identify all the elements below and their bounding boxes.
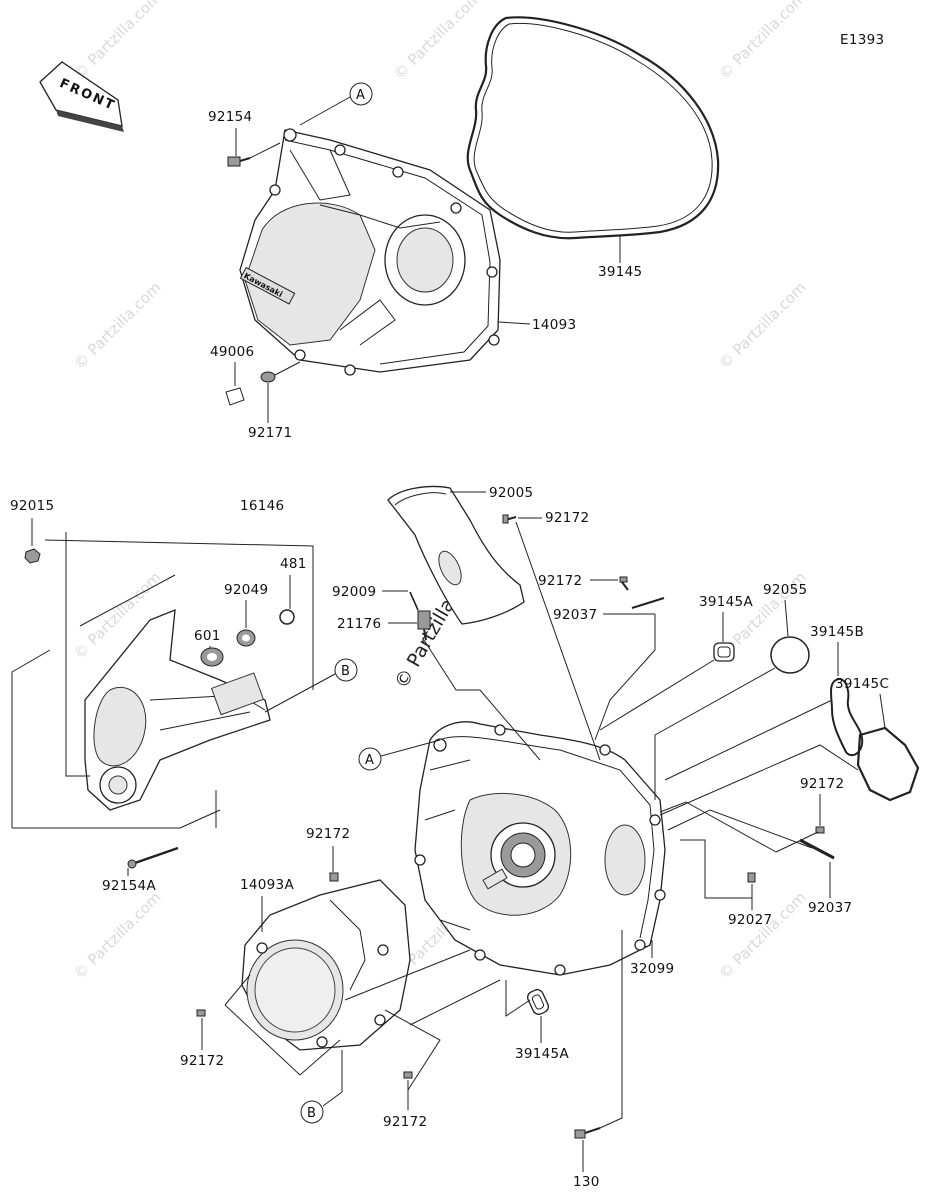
gasket-39145b-shape xyxy=(830,678,864,757)
screw-92172-top-shape xyxy=(502,514,517,524)
part-label-92172-mid: 92172 xyxy=(538,573,582,589)
air-duct-92005 xyxy=(387,485,525,625)
pin-92037-bottom-shape xyxy=(799,838,835,860)
part-label-92172-top: 92172 xyxy=(545,510,589,526)
oring-92055-shape xyxy=(770,636,810,674)
washer-92171-shape xyxy=(260,371,276,383)
diagram-code: E1393 xyxy=(840,32,884,48)
bearing-601-shape xyxy=(200,647,224,667)
part-label-92172-right: 92172 xyxy=(800,776,844,792)
part-label-92154: 92154 xyxy=(208,109,252,125)
sensor-21176-shape xyxy=(417,610,431,641)
nut-92015-shape xyxy=(24,548,41,564)
part-label-39145: 39145 xyxy=(598,264,642,280)
bolt-130-shape xyxy=(574,1127,601,1139)
part-label-92172-upper: 92172 xyxy=(306,826,350,842)
ring-39145a-top-shape xyxy=(713,642,735,662)
part-label-601: 601 xyxy=(194,628,221,644)
bolt-92172-right-shape xyxy=(815,826,825,834)
part-label-92037-top: 92037 xyxy=(553,607,597,623)
part-label-39145C: 39145C xyxy=(835,676,889,692)
part-label-92055: 92055 xyxy=(763,582,807,598)
inner-cover-14093a xyxy=(241,879,411,1051)
front-arrow: FRONT xyxy=(39,61,124,132)
left-labels: 92015 16146 481 92049 601 B 92154A xyxy=(10,498,358,894)
pin-92037-top-shape xyxy=(631,597,665,609)
crankcase-cover-32099 xyxy=(414,721,666,976)
cap-49006-shape xyxy=(225,387,245,406)
callout-b-bottom xyxy=(300,1100,324,1124)
watermark: © Partzilla.com xyxy=(715,0,810,83)
gasket-39145c-shape xyxy=(856,726,920,802)
callout-b-left-label: B xyxy=(341,664,350,679)
seal-92049-shape xyxy=(236,629,256,647)
callout-b-bottom-label: B xyxy=(307,1106,316,1121)
watermark: © Partzilla.com xyxy=(70,278,165,373)
part-label-92037-bottom: 92037 xyxy=(808,900,852,916)
part-label-92005: 92005 xyxy=(489,485,533,501)
part-label-32099: 32099 xyxy=(630,961,674,977)
part-label-39145A-top: 39145A xyxy=(699,594,753,610)
watermark: © Partzilla.com xyxy=(70,888,165,983)
part-label-92049: 92049 xyxy=(224,582,268,598)
part-label-92027: 92027 xyxy=(728,912,772,928)
part-label-39145B: 39145B xyxy=(810,624,864,640)
part-label-14093A: 14093A xyxy=(240,877,294,893)
screw-92172-bottom-shape xyxy=(403,1071,413,1079)
gasket-39145-shape xyxy=(466,16,720,240)
part-label-92172-bottom: 92172 xyxy=(383,1114,427,1130)
part-label-92172-left: 92172 xyxy=(180,1053,224,1069)
bracket-assembly-16146 xyxy=(84,608,271,811)
watermark: © Partzilla.com xyxy=(715,278,810,373)
right-labels: 92005 92172 92172 92009 21176 92037 3914… xyxy=(180,485,889,1190)
screw-92172-right-shape xyxy=(619,576,629,591)
callout-b-left xyxy=(334,658,358,682)
pin-92027-shape xyxy=(747,872,756,883)
callout-a-bottom xyxy=(358,747,382,771)
part-label-92009: 92009 xyxy=(332,584,376,600)
part-label-14093: 14093 xyxy=(532,317,576,333)
bolt-92154a-shape xyxy=(127,846,179,869)
screw-92172-left-shape xyxy=(196,1009,206,1017)
clutch-cover-14093: Kawasaki xyxy=(239,128,501,376)
bolt-92154-shape xyxy=(227,156,251,167)
callout-a-bottom-label: A xyxy=(365,753,374,768)
bolt-92009-shape xyxy=(409,591,419,611)
part-label-21176: 21176 xyxy=(337,616,381,632)
watermark: © Partzilla.com xyxy=(715,888,810,983)
part-label-49006: 49006 xyxy=(210,344,254,360)
part-label-39145A-bottom: 39145A xyxy=(515,1046,569,1062)
watermark: © Partzilla.com xyxy=(390,0,485,83)
part-label-481: 481 xyxy=(280,556,307,572)
part-label-130: 130 xyxy=(573,1174,600,1190)
circlip-481-shape xyxy=(279,609,295,625)
part-label-92171: 92171 xyxy=(248,425,292,441)
ring-39145a-bottom-shape xyxy=(527,989,549,1015)
watermark: © Partzilla.com xyxy=(70,0,165,83)
part-label-16146: 16146 xyxy=(240,498,284,514)
top-labels: A 92154 39145 14093 49006 92171 xyxy=(208,82,642,441)
callout-a-top-label: A xyxy=(356,88,365,103)
part-label-92154A: 92154A xyxy=(102,878,156,894)
part-label-92015: 92015 xyxy=(10,498,54,514)
callout-a-top xyxy=(349,82,373,106)
screw-92172-upper-shape xyxy=(329,872,339,882)
